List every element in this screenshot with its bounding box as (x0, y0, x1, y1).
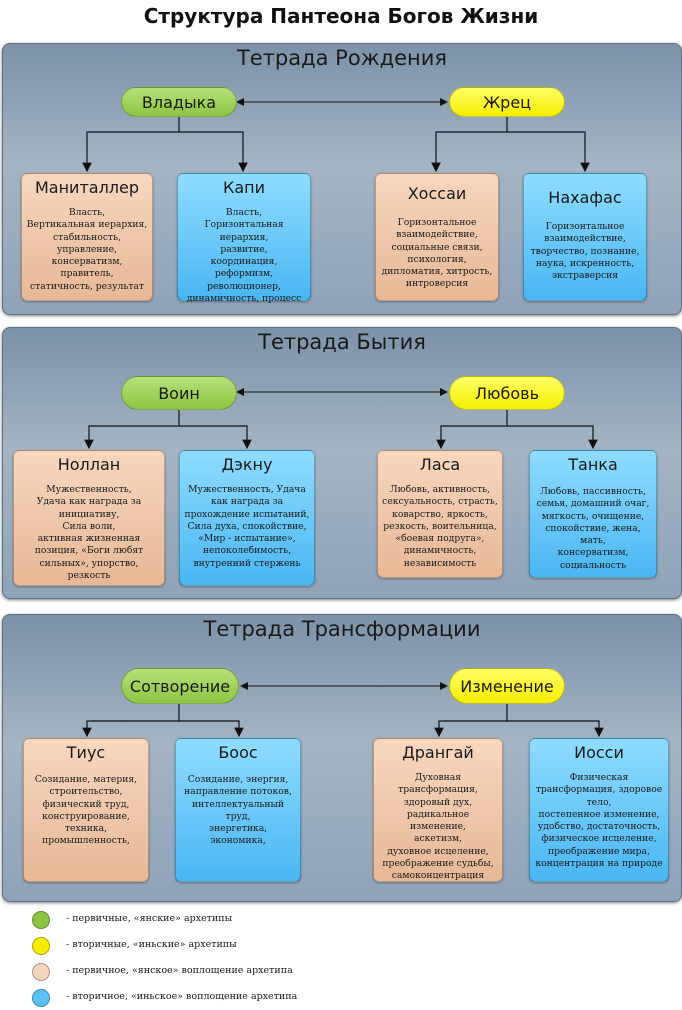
embodiment-box-lasa: Ласа Любовь, активность, сексуальность, … (377, 450, 503, 578)
box-description: Любовь, активность, сексуальность, страс… (382, 484, 498, 569)
box-title: Маниталлер (34, 178, 140, 197)
box-title: Ноллан (57, 455, 121, 474)
section-birth: Тетрада Рождения Владыка Жрец Маниталлер… (2, 43, 682, 315)
box-description: Физическая трансформация, здоровое тело,… (535, 772, 663, 870)
embodiment-box-boos: Боос Созидание, энергия, направление пот… (175, 738, 301, 882)
archetype-pill-voin: Воин (121, 376, 237, 410)
box-description: Власть, Вертикальная иерархия, стабильно… (26, 207, 148, 292)
archetype-pill-sotvorenie: Сотворение (121, 668, 239, 704)
section-title: Тетрада Рождения (236, 46, 448, 70)
embodiment-box-khossai: Хоссаи Горизонтальное взаимодействие, со… (375, 173, 499, 301)
embodiment-box-drangai: Дрангай Духовная трансформация, здоровый… (373, 738, 503, 882)
box-description: Горизонтальное взаимодействие, творчеств… (530, 221, 640, 282)
embodiment-box-dekny: Дэкну Мужественность, Удача как награда … (179, 450, 315, 586)
legend-swatch-yellow (32, 937, 50, 955)
section-transformation: Тетрада Трансформации Сотворение Изменен… (2, 614, 682, 902)
box-title: Ласа (419, 455, 461, 474)
box-title: Тиус (66, 743, 106, 762)
connector-lines (82, 682, 604, 738)
legend-label: - первичное, «янское» воплощение архетип… (66, 965, 293, 976)
connector-lines (84, 388, 598, 450)
legend-swatch-tan (32, 963, 50, 981)
embodiment-box-manitaller: Маниталлер Власть, Вертикальная иерархия… (21, 173, 153, 301)
legend-swatch-green (32, 911, 50, 929)
archetype-pill-lyubov: Любовь (449, 376, 565, 410)
box-description: Мужественность, Удача как награда за про… (184, 484, 310, 569)
box-description: Власть, Горизонтальная иерархия, развити… (186, 207, 302, 305)
embodiment-box-kapi: Капи Власть, Горизонтальная иерархия, ра… (177, 173, 311, 304)
box-title: Боос (218, 743, 258, 762)
box-description: Мужественность, Удача как награда за ини… (34, 484, 144, 582)
box-description: Горизонтальное взаимодействие, социальны… (381, 217, 493, 290)
legend-label: - вторичные, «иньские» архетипы (66, 939, 237, 950)
archetype-pill-izmenenie: Изменение (449, 668, 565, 704)
box-title: Хоссаи (407, 184, 467, 203)
box-title: Иосси (574, 743, 624, 762)
section-being: Тетрада Бытия Воин Любовь Ноллан Мужеств… (2, 327, 682, 599)
section-title: Тетрада Бытия (258, 330, 426, 354)
embodiment-box-tius: Тиус Созидание, материя, строительство, … (23, 738, 149, 882)
embodiment-box-tanka: Танка Любовь, пассивность, семья, домашн… (529, 450, 657, 578)
box-title: Дрангай (402, 743, 474, 762)
section-title: Тетрада Трансформации (203, 617, 481, 641)
archetype-pill-zhrets: Жрец (449, 87, 565, 117)
page-title: Структура Пантеона Богов Жизни (143, 4, 539, 28)
box-title: Капи (222, 178, 266, 197)
legend-swatch-blue (32, 989, 50, 1007)
legend-label: - первичные, «янские» архетипы (66, 913, 233, 924)
embodiment-box-nakhafas: Нахафас Горизонтальное взаимодействие, т… (523, 173, 647, 301)
embodiment-box-nollan: Ноллан Мужественность, Удача как награда… (13, 450, 165, 586)
box-title: Нахафас (548, 188, 622, 207)
box-description: Созидание, энергия, направление потоков,… (184, 774, 292, 847)
archetype-pill-vladyka: Владыка (121, 87, 237, 117)
legend-label: - вторичное, «иньское» воплощение архети… (66, 991, 298, 1002)
box-title: Танка (568, 455, 618, 474)
connector-lines (82, 98, 590, 173)
box-title: Дэкну (221, 455, 273, 474)
box-description: Созидание, материя, строительство, физич… (34, 774, 138, 847)
embodiment-box-iossi: Иосси Физическая трансформация, здоровое… (529, 738, 669, 882)
box-description: Духовная трансформация, здоровый дух, ра… (382, 772, 494, 882)
box-description: Любовь, пассивность, семья, домашний оча… (536, 486, 650, 571)
